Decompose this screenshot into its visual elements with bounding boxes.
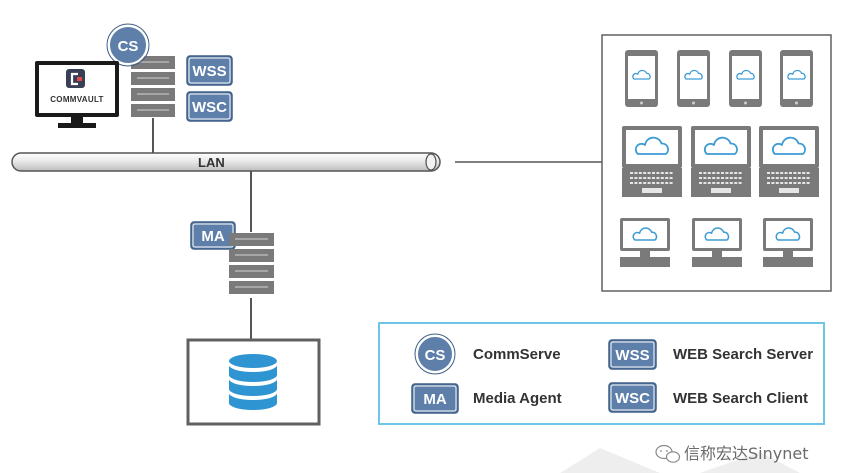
desktop-device [692,218,742,267]
phone-device [677,50,710,107]
commvault-logo-icon [66,69,85,88]
wsc-badge: WSC [186,91,233,122]
ma-server-stack [229,233,274,294]
database-icon [229,354,277,410]
lan-bus [11,152,441,172]
storage-box [186,338,321,426]
ma-badge: MA [190,221,236,250]
cs-badge-label: CS [118,38,139,55]
legend-wss-badge: WSS [608,339,657,370]
laptop-device [691,126,751,197]
legend-wsc-label: WEB Search Client [673,390,808,407]
watermark: 信称宏达Sinynet [560,444,808,473]
legend-wsc-badge: WSC [608,382,657,413]
cs-server-stack [131,56,175,117]
legend-ma-badge: MA [411,383,459,414]
legend-cs-label: CommServe [473,346,561,363]
lan-label: LAN [198,155,225,170]
wss-badge-label: WSS [192,63,226,80]
cs-badge: CS [106,23,150,67]
laptop-device [759,126,819,197]
legend-wss-label: WEB Search Server [673,346,813,363]
phone-device [625,50,658,107]
wsc-badge-label: WSC [192,99,227,116]
legend-ma-label: Media Agent [473,390,562,407]
phone-device [729,50,762,107]
watermark-text: 信称宏达Sinynet [684,444,808,463]
wechat-icon [655,444,681,463]
wss-badge: WSS [186,55,233,86]
legend-wss-badge-label: WSS [615,347,649,364]
phone-device [780,50,813,107]
legend-cs-badge: CS [414,333,456,375]
legend-wsc-badge-label: WSC [615,390,650,407]
legend-cs-badge-label: CS [425,347,446,364]
commvault-logo-text: COMMVAULT [50,95,104,104]
desktop-device [620,218,670,267]
laptop-device [622,126,682,197]
legend-ma-badge-label: MA [423,391,446,408]
ma-badge-label: MA [201,228,224,245]
desktop-device [763,218,813,267]
